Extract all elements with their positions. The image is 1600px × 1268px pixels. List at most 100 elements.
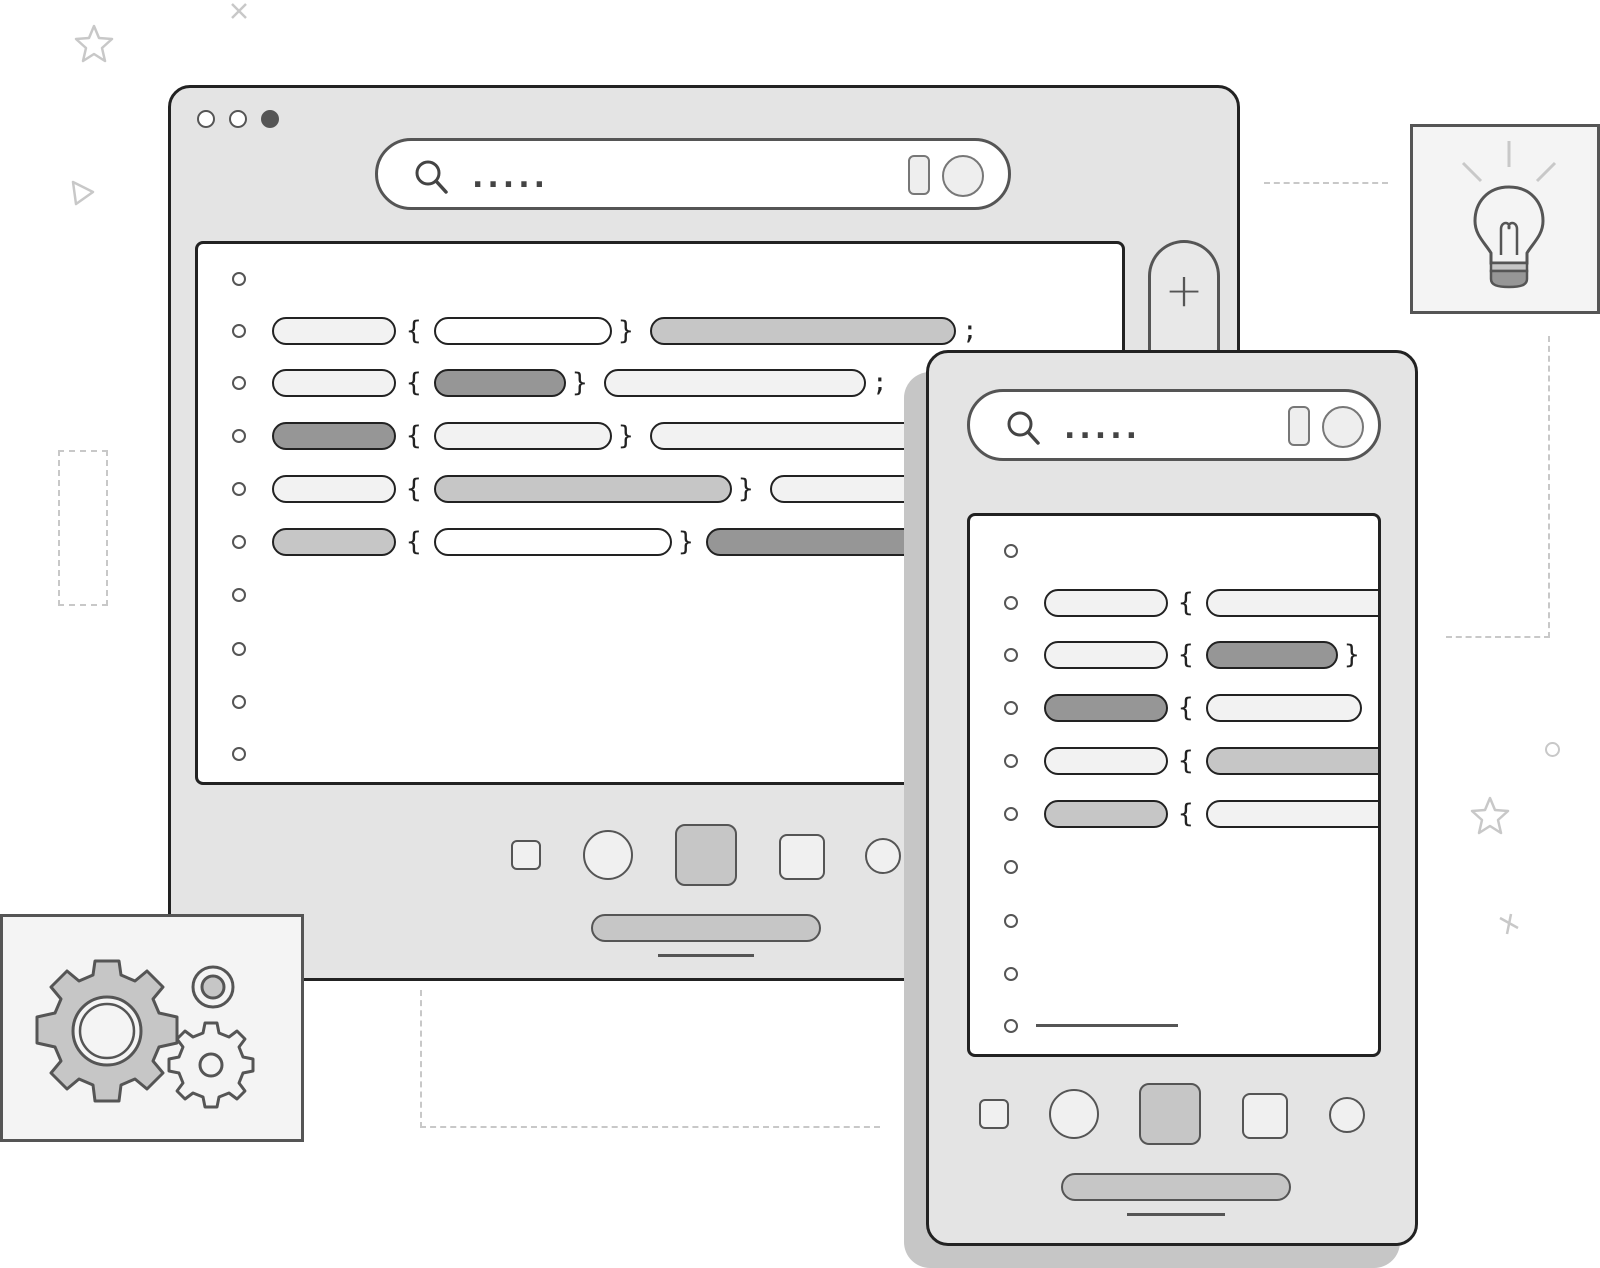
plus-icon: + bbox=[1164, 263, 1204, 317]
code-token bbox=[434, 369, 566, 397]
magnifier-icon bbox=[1007, 411, 1040, 445]
window-dot-minimize[interactable] bbox=[229, 110, 247, 128]
code-token bbox=[1044, 800, 1168, 828]
window-dot-close[interactable] bbox=[197, 110, 215, 128]
mobile-search-bar[interactable]: ..... bbox=[967, 389, 1381, 461]
dock-home-button[interactable] bbox=[1139, 1083, 1201, 1145]
star-icon bbox=[1470, 796, 1510, 835]
brace-close: } bbox=[618, 316, 634, 346]
magnifier-icon bbox=[415, 160, 448, 194]
code-token bbox=[1206, 747, 1378, 775]
dock-small-circle-button[interactable] bbox=[1329, 1097, 1365, 1133]
cross-icon bbox=[231, 3, 247, 19]
mobile-bottom-bar bbox=[1061, 1173, 1291, 1201]
search-placeholder: ..... bbox=[472, 160, 549, 195]
cursor-line bbox=[1036, 1024, 1178, 1027]
desktop-search-bar[interactable]: ..... bbox=[375, 138, 1011, 210]
brace-open: { bbox=[1178, 588, 1194, 618]
search-placeholder: ..... bbox=[1064, 411, 1141, 446]
dock-square-button[interactable] bbox=[779, 834, 825, 880]
line-dot bbox=[232, 482, 246, 496]
line-dot bbox=[232, 429, 246, 443]
mic-icon[interactable] bbox=[908, 155, 930, 195]
lightbulb-icon bbox=[1461, 141, 1557, 289]
code-token bbox=[434, 528, 672, 556]
line-dot bbox=[1004, 967, 1018, 981]
code-token bbox=[1206, 800, 1378, 828]
mobile-home-indicator bbox=[1127, 1213, 1225, 1216]
code-token bbox=[434, 475, 732, 503]
code-token bbox=[434, 317, 612, 345]
brace-open: { bbox=[1178, 693, 1194, 723]
brace-open: { bbox=[406, 421, 422, 451]
add-tab-button[interactable]: + bbox=[1148, 240, 1220, 370]
line-dot bbox=[232, 535, 246, 549]
decor-dashed-connector-bottom bbox=[420, 990, 880, 1128]
camera-icon[interactable] bbox=[1322, 406, 1364, 448]
brace-open: { bbox=[1178, 799, 1194, 829]
line-dot bbox=[1004, 648, 1018, 662]
mobile-browser-window: ..... { { } { { { bbox=[926, 350, 1418, 1246]
mic-icon[interactable] bbox=[1288, 406, 1310, 446]
brace-close: } bbox=[678, 527, 694, 557]
line-dot bbox=[232, 272, 246, 286]
desktop-home-indicator bbox=[658, 954, 754, 957]
line-dot bbox=[232, 376, 246, 390]
code-token bbox=[434, 422, 612, 450]
code-token bbox=[272, 369, 396, 397]
line-dot bbox=[1004, 1019, 1018, 1033]
code-token bbox=[604, 369, 866, 397]
brace-close: } bbox=[1344, 640, 1360, 670]
code-token bbox=[650, 317, 956, 345]
line-dot bbox=[1004, 807, 1018, 821]
camera-icon[interactable] bbox=[942, 155, 984, 197]
code-token bbox=[1206, 641, 1338, 669]
decor-small-circle bbox=[1545, 742, 1560, 757]
brace-close: } bbox=[738, 474, 754, 504]
dock-small-circle-button[interactable] bbox=[865, 838, 901, 874]
cross-icon bbox=[1499, 913, 1519, 935]
brace-close: } bbox=[572, 368, 588, 398]
dock-circle-button[interactable] bbox=[1049, 1089, 1099, 1139]
line-dot bbox=[1004, 596, 1018, 610]
mobile-code-editor: { { } { { { bbox=[967, 513, 1381, 1057]
brace-close: } bbox=[618, 421, 634, 451]
settings-gears-card bbox=[0, 914, 304, 1142]
brace-open: { bbox=[1178, 640, 1194, 670]
lightbulb-card bbox=[1410, 124, 1600, 314]
dock-square-button[interactable] bbox=[1242, 1093, 1288, 1139]
brace-open: { bbox=[406, 316, 422, 346]
decor-dashed-connector-right bbox=[1446, 336, 1550, 638]
brace-open: { bbox=[1178, 746, 1194, 776]
brace-open: { bbox=[406, 474, 422, 504]
code-token bbox=[272, 528, 396, 556]
code-token bbox=[272, 475, 396, 503]
brace-open: { bbox=[406, 368, 422, 398]
dock-small-square-button[interactable] bbox=[979, 1099, 1009, 1129]
code-token bbox=[1044, 747, 1168, 775]
line-dot bbox=[1004, 544, 1018, 558]
play-icon bbox=[71, 180, 95, 206]
code-token bbox=[1206, 694, 1362, 722]
dock-small-square-button[interactable] bbox=[511, 840, 541, 870]
gear-icon bbox=[35, 959, 255, 1109]
code-token bbox=[1206, 589, 1378, 617]
desktop-bottom-bar bbox=[591, 914, 821, 942]
code-token bbox=[1044, 694, 1168, 722]
dock-home-button[interactable] bbox=[675, 824, 737, 886]
brace-open: { bbox=[406, 527, 422, 557]
line-dot bbox=[1004, 701, 1018, 715]
line-dot bbox=[1004, 860, 1018, 874]
line-dot bbox=[1004, 754, 1018, 768]
code-token bbox=[272, 422, 396, 450]
decor-dashed-bracket bbox=[58, 450, 108, 606]
line-dot bbox=[232, 642, 246, 656]
line-dot bbox=[232, 588, 246, 602]
dock-circle-button[interactable] bbox=[583, 830, 633, 880]
line-dot bbox=[232, 695, 246, 709]
star-icon bbox=[74, 24, 114, 63]
window-dot-maximize[interactable] bbox=[261, 110, 279, 128]
line-dot bbox=[232, 747, 246, 761]
semicolon: ; bbox=[962, 316, 978, 346]
code-token bbox=[272, 317, 396, 345]
